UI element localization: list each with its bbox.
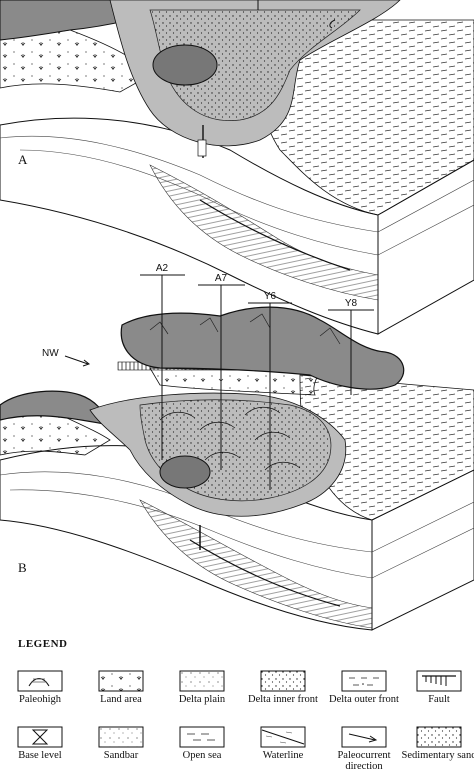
panel-b-label: B — [18, 560, 27, 575]
legend-label-sedimentary-sand: Sedimentary sand — [401, 750, 474, 761]
open-sea-swatch — [179, 726, 225, 748]
well-label-y8: Y8 — [345, 298, 358, 309]
delta-outer-front-swatch — [341, 670, 387, 692]
land-area-swatch — [98, 670, 144, 692]
legend-item-paleocurrent-direction: Paleocurrent direction — [325, 726, 403, 772]
paleocurrent-arrow-icon — [341, 726, 387, 748]
well-y8 — [328, 309, 374, 395]
legend-item-fault: Fault — [400, 670, 474, 705]
sandbar-swatch — [98, 726, 144, 748]
legend-label-sandbar: Sandbar — [103, 750, 139, 761]
panel-a-label-text: A — [18, 152, 28, 167]
base-level-swatch — [17, 726, 63, 748]
legend-item-land-area: Land area — [82, 670, 160, 705]
panel-a-land-area — [0, 29, 151, 93]
legend-label-fault: Fault — [428, 694, 450, 705]
panel-a-paleohigh-island — [152, 44, 218, 86]
delta-plain-swatch — [179, 670, 225, 692]
legend-label-paleocurrent-direction: Paleocurrent direction — [337, 750, 391, 772]
legend-item-delta-inner-front: Delta inner front — [244, 670, 322, 705]
well-label-a2: A2 — [156, 263, 169, 274]
legend-label-waterline: Waterline — [262, 750, 304, 761]
well-a7 — [198, 284, 245, 470]
legend-label-base-level: Base level — [18, 750, 62, 761]
panel-b-paleohigh-island — [159, 455, 211, 489]
legend-item-base-level: Base level — [1, 726, 79, 761]
legend-item-sedimentary-sand: Sedimentary sand — [400, 726, 474, 761]
sedimentary-sand-swatch — [416, 726, 462, 748]
legend-item-delta-outer-front: Delta outer front — [325, 670, 403, 705]
panel-b-land-area-ridge — [149, 367, 321, 396]
legend-title: LEGEND — [18, 638, 68, 650]
legend-item-sandbar: Sandbar — [82, 726, 160, 761]
delta-inner-front-swatch — [260, 670, 306, 692]
legend-item-delta-plain: Delta plain — [163, 670, 241, 705]
well-a2 — [140, 274, 185, 460]
paleohigh-swatch — [17, 670, 63, 692]
nw-direction-label: NW — [42, 348, 59, 359]
legend-label-land-area: Land area — [100, 694, 142, 705]
well-label-a7: A7 — [215, 273, 228, 284]
legend-label-delta-inner-front: Delta inner front — [248, 694, 318, 705]
legend-item-open-sea: Open sea — [163, 726, 241, 761]
waterline-swatch — [260, 726, 306, 748]
legend-label-delta-plain: Delta plain — [178, 694, 226, 705]
legend-label-delta-outer-front: Delta outer front — [329, 694, 399, 705]
legend-item-waterline: Waterline — [244, 726, 322, 761]
well-label-y6: Y6 — [264, 291, 277, 302]
well-y6 — [248, 302, 292, 490]
legend-label-open-sea: Open sea — [182, 750, 222, 761]
panel-b-diagram — [0, 274, 474, 631]
panel-a-diagram — [0, 0, 474, 335]
legend-item-paleohigh: Paleohigh — [1, 670, 79, 705]
legend-label-paleohigh: Paleohigh — [19, 694, 61, 705]
fault-swatch — [416, 670, 462, 692]
nw-direction-arrow — [64, 355, 89, 365]
